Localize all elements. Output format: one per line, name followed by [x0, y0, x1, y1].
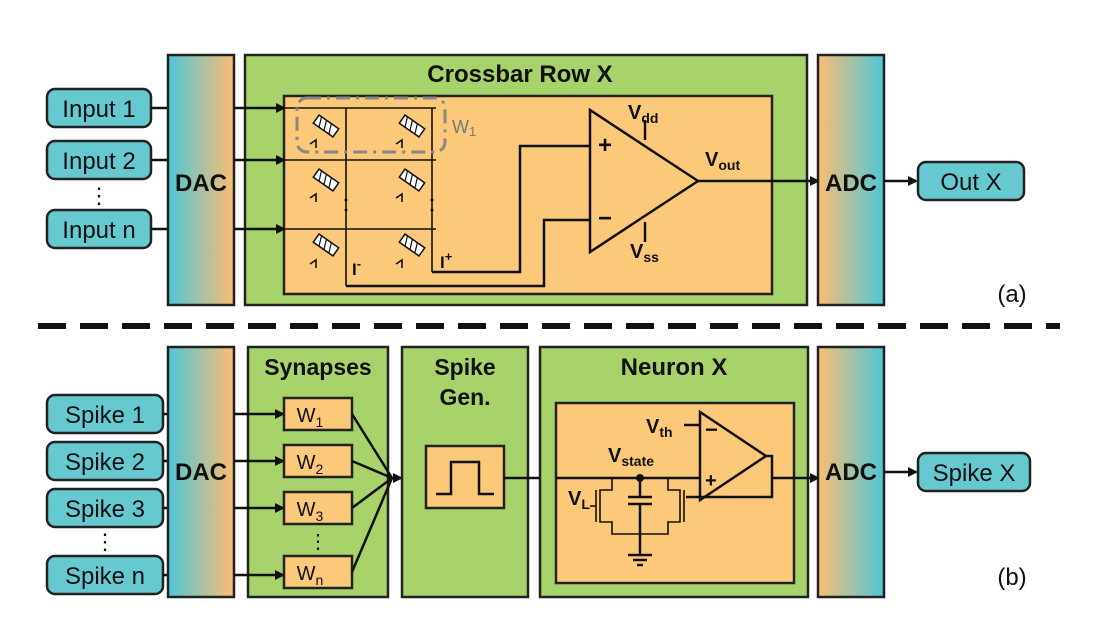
input-ellipsis: ⋮: [88, 183, 110, 208]
weight-box-1: W1: [282, 396, 354, 432]
neuron-circuit: VL Vstate Vth − +: [556, 409, 774, 567]
adc-label-bottom: ADC: [825, 459, 877, 486]
adc-block-bottom: ADC: [816, 345, 886, 599]
comparator: [698, 409, 769, 503]
vdd-label: Vdd: [628, 102, 658, 126]
weight-label-2: W2: [297, 452, 324, 477]
weight-label-1: W1: [297, 405, 324, 430]
spike-input-2: Spike 2: [45, 440, 165, 482]
spike-input-3: Spike 3: [45, 487, 165, 529]
dac-label-top: DAC: [175, 170, 227, 197]
weight-label-n: Wn: [297, 563, 324, 588]
neuron-title: Neuron X: [621, 354, 728, 381]
output-box-bottom: Spike X: [916, 451, 1032, 493]
spike-gen-title-2: Gen.: [439, 384, 490, 410]
weight-box-3: W3: [282, 490, 354, 526]
vth-label: Vth: [646, 416, 673, 440]
dac-label-bottom: DAC: [175, 459, 227, 486]
input-label-2: Input 2: [62, 148, 135, 175]
input-label-1: Input 1: [62, 96, 135, 123]
comparator-minus: −: [705, 417, 718, 442]
input-label-n: Input n: [62, 217, 135, 244]
panel-label-a: (a): [997, 281, 1026, 308]
weight-ellipsis: ⋮: [308, 531, 328, 553]
weight-box-n: Wn: [282, 554, 354, 590]
output-label-top: Out X: [940, 169, 1001, 196]
panel-label-b: (b): [997, 564, 1026, 591]
adc-label-top: ADC: [825, 170, 877, 197]
synapses-title: Synapses: [264, 354, 371, 380]
opamp-plus: +: [598, 132, 612, 159]
spike-gen-title-1: Spike: [434, 354, 495, 380]
spike-label-3: Spike 3: [65, 496, 145, 523]
input-box-1: Input 1: [45, 87, 153, 129]
dac-block-top: DAC: [166, 53, 236, 307]
spike-label-1: Spike 1: [65, 402, 145, 429]
input-box-2: Input 2: [45, 139, 153, 181]
weight-box-2: W2: [282, 443, 354, 479]
vl-label: VL: [568, 488, 590, 512]
pulse-icon: [436, 460, 494, 496]
w1-label: W1: [452, 117, 476, 139]
memristor-cells: [309, 114, 426, 268]
i-minus-label: I-: [352, 256, 361, 279]
comparator-plus: +: [705, 470, 717, 492]
opamp-minus: −: [598, 205, 612, 232]
w1-group-outline: W1: [295, 96, 476, 154]
weight-label-3: W3: [297, 499, 324, 524]
input-box-n: Input n: [45, 208, 153, 250]
dac-block-bottom: DAC: [166, 345, 236, 599]
spike-input-1: Spike 1: [45, 393, 165, 435]
vstate-label: Vstate: [608, 445, 654, 469]
crossbar-grid: [284, 107, 436, 286]
adc-block-top: ADC: [816, 53, 886, 307]
i-plus-label: I+: [440, 249, 453, 272]
crossbar-title: Crossbar Row X: [427, 61, 612, 88]
vss-label: Vss: [630, 241, 659, 265]
synapse-sum-lines: [350, 413, 394, 573]
neuron-block: Neuron X: [538, 345, 810, 599]
spike-label-n: Spike n: [65, 563, 145, 590]
opamp-top: + − Vdd Vss Vout: [588, 102, 740, 265]
spike-gen-block: Spike Gen.: [400, 345, 530, 599]
output-box-top: Out X: [916, 160, 1026, 202]
spike-ellipsis: ⋮: [94, 529, 116, 554]
spike-label-2: Spike 2: [65, 449, 145, 476]
panel-a: Input 1 Input 2 ⋮ Input n DAC Crossbar R…: [45, 53, 1027, 308]
output-label-bottom: Spike X: [933, 460, 1016, 487]
spike-input-n: Spike n: [45, 554, 165, 596]
panel-b: Spike 1 Spike 2 Spike 3 ⋮ Spike n DAC Sy…: [45, 345, 1032, 599]
vout-label: Vout: [705, 149, 740, 173]
